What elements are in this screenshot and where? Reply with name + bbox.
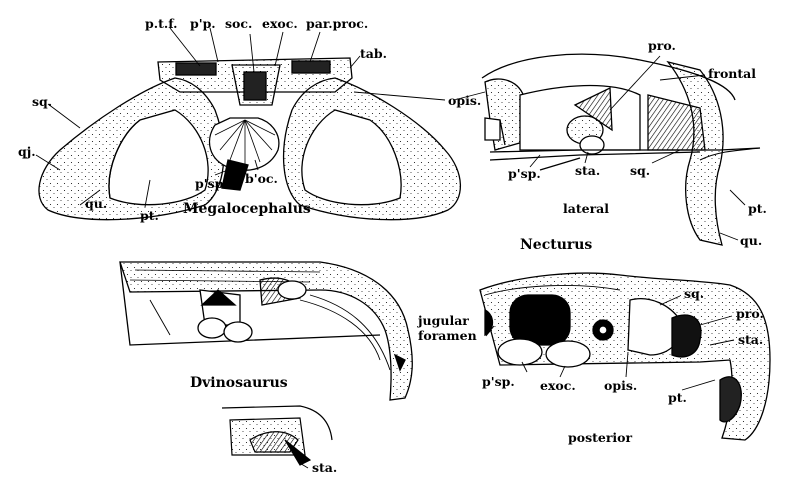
- necturus-leaders: [453, 55, 746, 241]
- view-lateral: lateral: [563, 201, 610, 216]
- label-soc: soc.: [225, 16, 253, 31]
- view-posterior: posterior: [568, 430, 633, 445]
- label-opis-post: opis.: [604, 378, 638, 393]
- necturus-lateral-skull: [481, 53, 761, 246]
- label-psp-post: p'sp.: [482, 374, 515, 389]
- label-jugular: jugular: [418, 313, 469, 328]
- label-pt-lat: pt.: [748, 201, 767, 216]
- label-tab: tab.: [360, 46, 387, 61]
- label-exoc-post: exoc.: [540, 378, 576, 393]
- label-foramen: foramen: [418, 328, 477, 343]
- label-parproc: par.proc.: [306, 16, 369, 31]
- label-boc: b'oc.: [245, 171, 278, 186]
- label-pp: p'p.: [190, 16, 216, 31]
- dvinosaurus-skull: [119, 261, 413, 401]
- posterior-leaders: [485, 295, 735, 391]
- label-sq-left: sq.: [32, 94, 53, 109]
- label-sta-dvino: sta.: [312, 460, 338, 475]
- label-pro-post: pro.: [736, 306, 764, 321]
- label-psp-lat: p'sp.: [508, 166, 541, 181]
- label-opis-top: opis.: [448, 93, 482, 108]
- label-exoc-top: exoc.: [262, 16, 298, 31]
- dvinosaurus-detail: [221, 405, 333, 466]
- label-pt-left: pt.: [140, 208, 159, 223]
- label-sta-lat: sta.: [575, 163, 601, 178]
- label-sq-post: sq.: [684, 286, 705, 301]
- label-psp-left: p'sp.: [195, 176, 228, 191]
- label-qu-lat: qu.: [740, 233, 763, 248]
- label-qu-left: qu.: [85, 196, 108, 211]
- label-sta-post: sta.: [738, 332, 764, 347]
- megalocephalus-skull: [38, 57, 461, 221]
- title-necturus: Necturus: [520, 237, 593, 253]
- posterior-view-skull: [479, 272, 771, 441]
- label-pro-top: pro.: [648, 38, 676, 53]
- title-dvinosaurus: Dvinosaurus: [190, 375, 288, 391]
- label-frontal: frontal: [708, 66, 757, 81]
- dvinosaurus-detail-leader: [297, 461, 309, 469]
- label-qj: qj.: [18, 144, 36, 159]
- title-megalocephalus: Megalocephalus: [183, 201, 311, 217]
- label-pt-post: pt.: [668, 390, 687, 405]
- label-sq-lat: sq.: [630, 163, 651, 178]
- label-ptf: p.t.f.: [145, 16, 178, 31]
- megalocephalus-leaders: [35, 27, 446, 208]
